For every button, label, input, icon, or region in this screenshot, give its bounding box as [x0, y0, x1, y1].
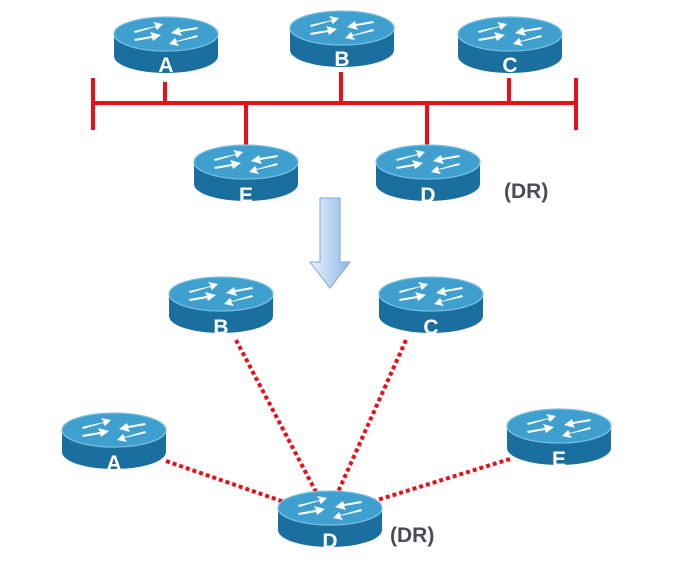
router-label: E	[239, 184, 253, 207]
router-b-top: B	[289, 10, 395, 71]
adjacency-link-c-d	[336, 339, 408, 493]
router-label: C	[423, 316, 438, 339]
router-c-bottom: C	[378, 276, 484, 339]
router-d-bottom: D	[277, 490, 383, 553]
router-a-bottom: A	[61, 412, 167, 475]
router-label: B	[334, 48, 349, 71]
router-label: D	[322, 530, 337, 553]
router-d-top: D	[375, 144, 481, 207]
router-e-bottom: E	[506, 408, 612, 471]
ethernet-segment	[91, 72, 578, 146]
router-b-bottom: B	[168, 276, 274, 339]
router-label: A	[106, 452, 121, 475]
dr-label: (DR)	[390, 524, 434, 547]
router-c-top: C	[457, 16, 563, 77]
adjacency-link-b-d	[234, 339, 318, 493]
router-label: E	[552, 448, 566, 471]
router-label: C	[502, 54, 517, 77]
router-a-top: A	[113, 16, 219, 77]
router-label: B	[213, 316, 228, 339]
adjacency-links	[165, 339, 511, 506]
router-label: D	[420, 184, 435, 207]
adjacency-link-a-d	[165, 459, 291, 506]
dr-label: (DR)	[504, 180, 548, 203]
router-e-top: E	[193, 144, 299, 207]
down-arrow-icon	[308, 197, 352, 289]
adjacency-link-e-d	[373, 457, 511, 503]
router-label: A	[158, 54, 173, 77]
